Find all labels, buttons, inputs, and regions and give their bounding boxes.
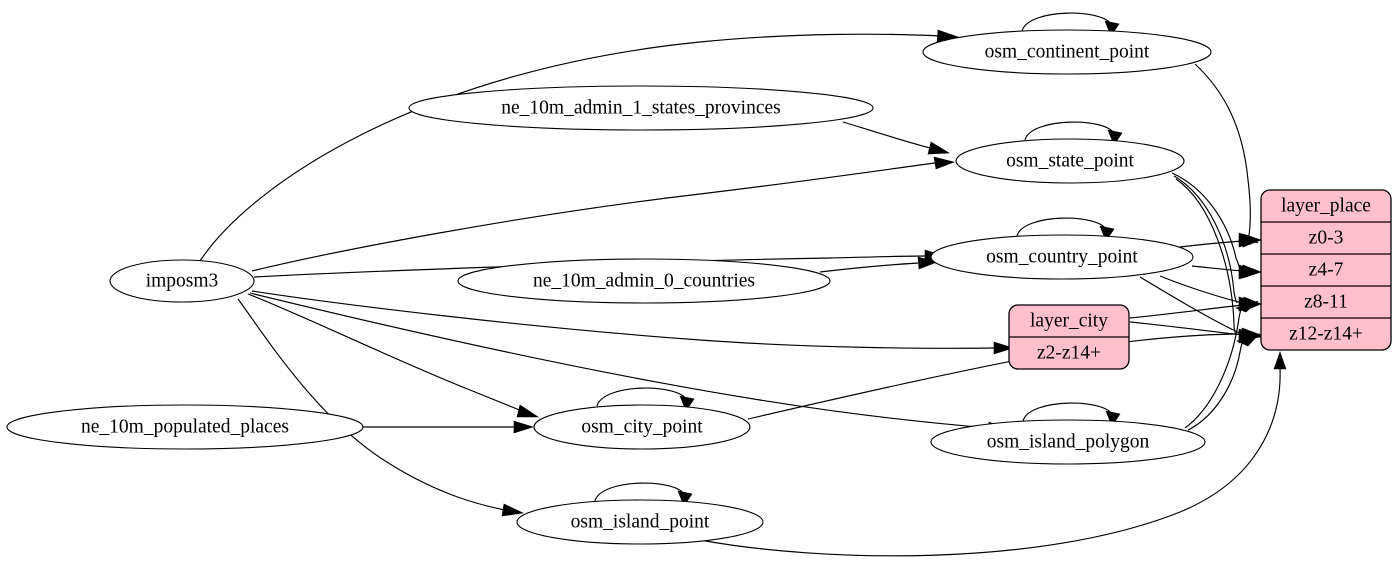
edge-osm_continent_point-to-layer_place-z0-3 (1194, 63, 1251, 241)
arrowhead (513, 420, 534, 434)
node-shape[interactable] (6, 404, 364, 450)
arrowhead (677, 490, 693, 507)
edge-layer_city-to-layer_place-z8-11 (1129, 304, 1244, 319)
edge-osm_country_point-to-layer_place-z8-11 (1159, 275, 1244, 304)
node-osm_island_polygon[interactable]: osm_island_polygon (930, 419, 1206, 465)
node-shape[interactable] (457, 258, 831, 304)
self-loop-layer (594, 12, 1123, 507)
arrowhead (1236, 333, 1260, 347)
node-shape[interactable] (109, 259, 255, 303)
arrowhead (933, 156, 955, 170)
self-loop-osm_city_point (596, 387, 688, 407)
arrowhead (1107, 129, 1123, 146)
edge-osm_country_point-to-layer_place-z12-z14 (1139, 276, 1243, 335)
edge-osm_country_point-to-layer_place-z4-7 (1191, 265, 1244, 272)
edge-layer_city-to-layer_place-z12-z14 (1129, 321, 1244, 336)
arrowhead (1242, 264, 1262, 279)
node-layer_city[interactable]: layer_city z2-z14+ (1008, 304, 1130, 370)
edge-layer (199, 29, 1287, 557)
node-shape[interactable] (516, 499, 764, 545)
arrowhead (516, 404, 539, 418)
node-shape[interactable] (930, 419, 1206, 465)
arrowhead (1105, 410, 1121, 427)
arrowhead (1104, 20, 1120, 37)
edge-imposm3-to-osm_island_point (237, 298, 506, 511)
arrowhead (1235, 300, 1259, 313)
arrowhead (1273, 351, 1287, 370)
self-loop-osm_continent_point (1021, 12, 1113, 32)
arrowhead (993, 341, 1014, 355)
node-ne_10m_populated_places[interactable]: ne_10m_populated_places (6, 404, 364, 450)
node-osm_state_point[interactable]: osm_state_point (955, 138, 1185, 184)
arrowhead (917, 256, 938, 270)
record-shape[interactable] (1260, 189, 1392, 351)
self-loop-osm_country_point (1016, 217, 1108, 237)
edge-imposm3-to-osm_state_point (251, 162, 936, 272)
node-osm_continent_point[interactable]: osm_continent_point (922, 29, 1212, 75)
node-osm_island_point[interactable]: osm_island_point (516, 499, 764, 545)
node-layer_place[interactable]: layer_place z0-3 z4-7 z8-11 z12-z14+ (1260, 189, 1392, 351)
edge-osm_state_point-to-layer_place-z8-11 (1173, 175, 1238, 304)
edge-osm_island_polygon-to-layer_place-z12-z14 (1187, 340, 1244, 431)
arrowhead (501, 503, 525, 517)
node-layer: imposm3 ne_10m_admin_1_states_provinces … (6, 12, 1392, 545)
edge-osm_country_point-to-layer_place-z0-3 (1179, 240, 1244, 248)
edge-ne_admin_0-to-osm_country_point (819, 262, 919, 273)
node-osm_country_point[interactable]: osm_country_point (930, 234, 1194, 280)
node-shape[interactable] (930, 234, 1194, 280)
node-shape[interactable] (955, 138, 1185, 184)
arrowhead (1242, 233, 1262, 248)
edge-imposm3-to-osm_city_point (247, 293, 523, 412)
edge-imposm3-to-osm_island_polygon (249, 292, 991, 429)
self-loop-osm_island_point (594, 482, 686, 502)
node-ne_10m_admin_1_states_provinces[interactable]: ne_10m_admin_1_states_provinces (408, 85, 874, 131)
node-shape[interactable] (408, 85, 874, 131)
edge-osm_island_point-to-layer_place-z12-z14 (699, 367, 1281, 557)
node-ne_10m_admin_0_countries[interactable]: ne_10m_admin_0_countries (457, 258, 831, 304)
self-loop-osm_state_point (1024, 121, 1116, 141)
node-shape[interactable] (533, 404, 751, 450)
node-shape[interactable] (922, 29, 1212, 75)
edge-ne_admin_1-to-osm_state_point (842, 121, 931, 149)
self-loop-osm_island_polygon (1022, 402, 1114, 422)
arrowhead (927, 141, 950, 155)
arrowhead (1099, 225, 1115, 242)
edge-imposm3-to-osm_continent_point (199, 33, 941, 262)
node-imposm3[interactable]: imposm3 (109, 259, 255, 303)
node-osm_city_point[interactable]: osm_city_point (533, 404, 751, 450)
edge-osm_state_point-to-layer_place-z12-z14 (1175, 178, 1237, 336)
arrowhead (679, 395, 695, 412)
edge-imposm3-to-layer_city (251, 290, 996, 349)
